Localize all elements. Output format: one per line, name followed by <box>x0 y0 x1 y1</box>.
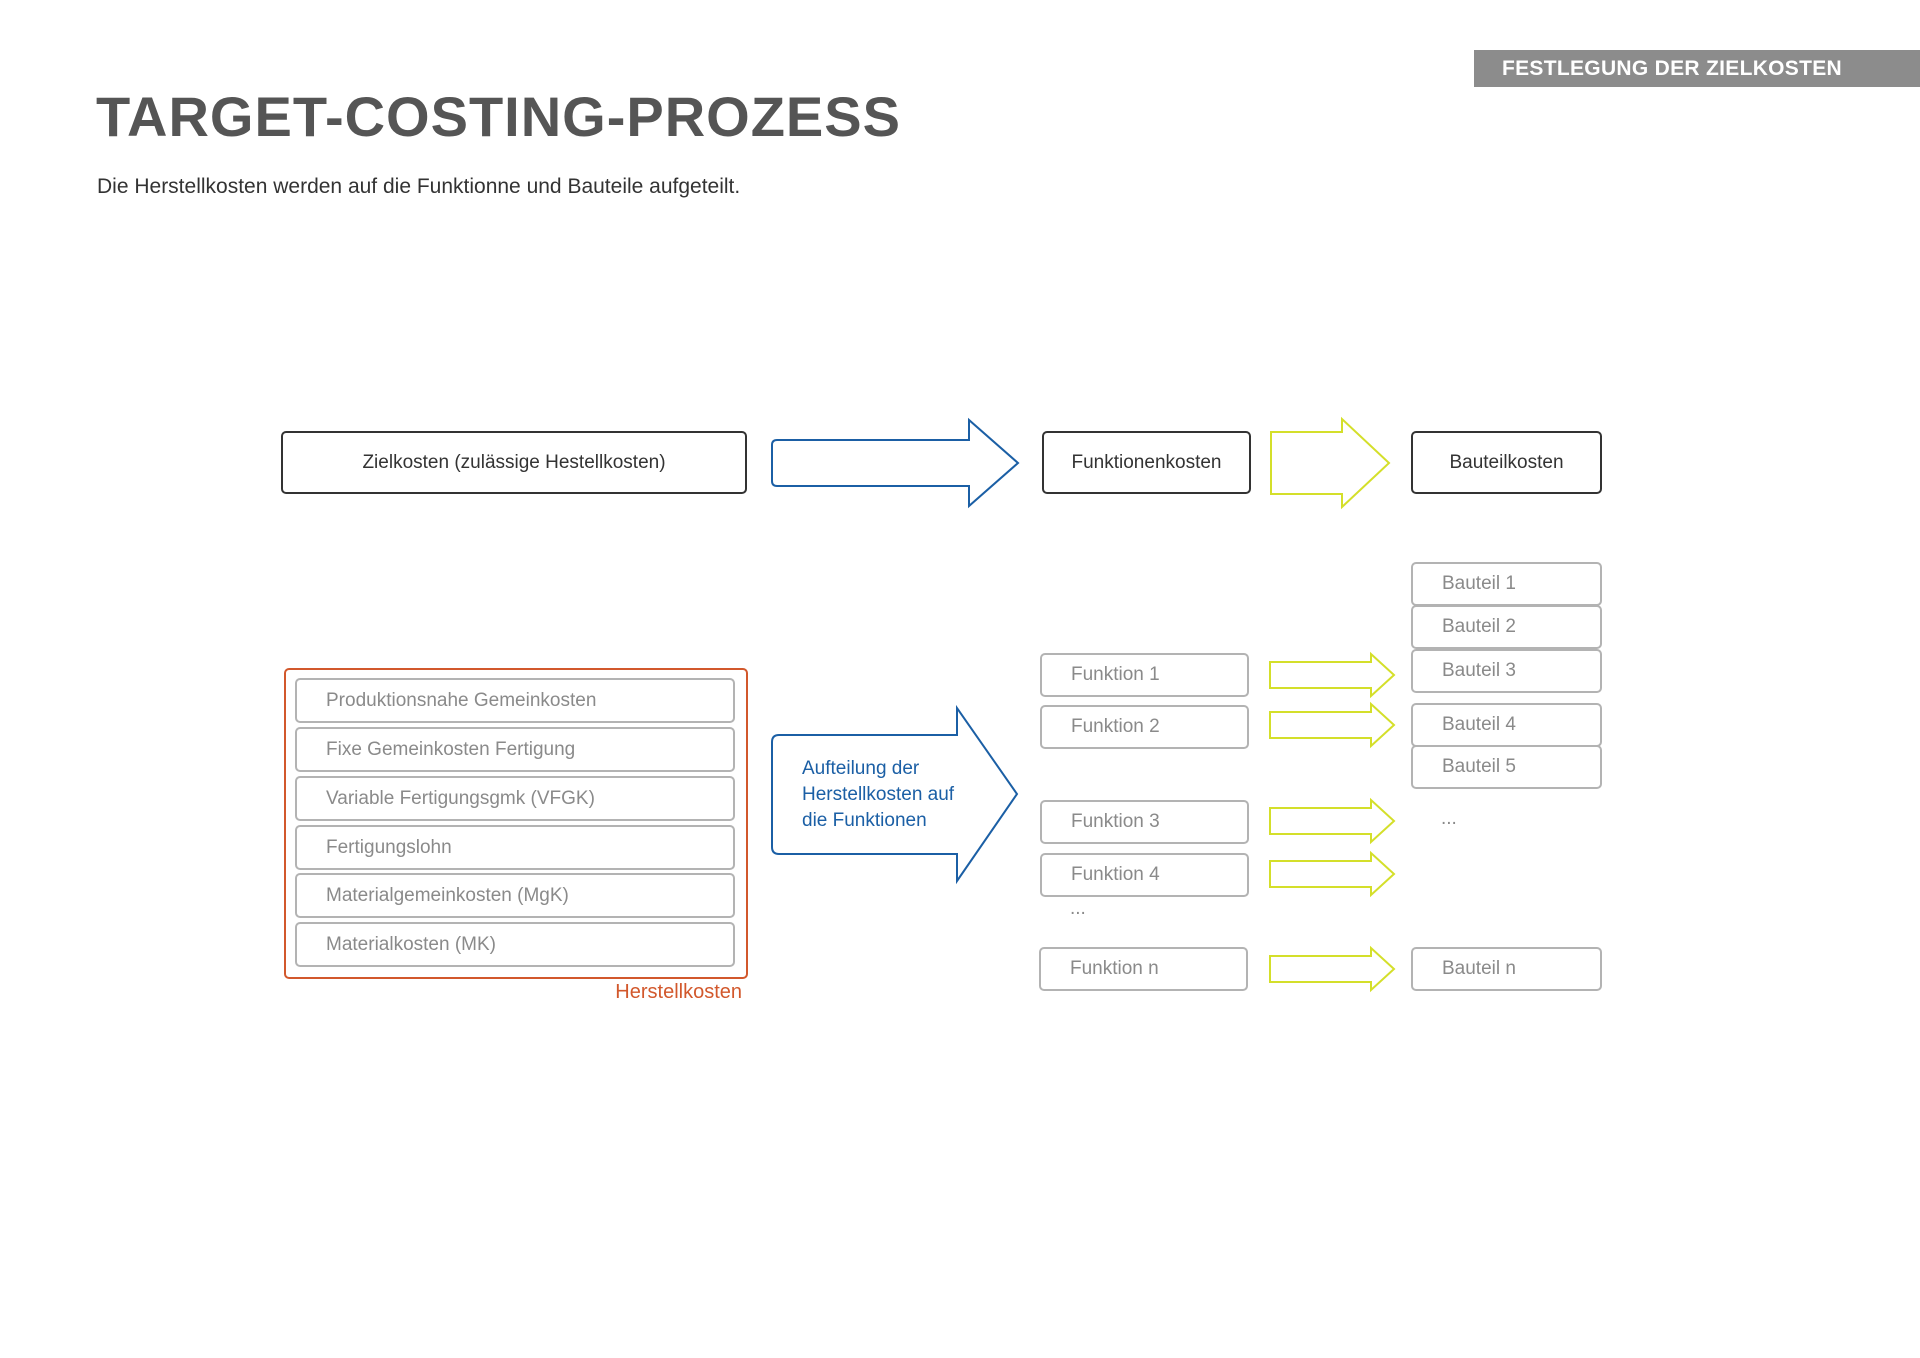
zielkosten-label: Zielkosten (zulässige Hestellkosten) <box>362 451 666 473</box>
cost-item: Materialgemeinkosten (MgK) <box>295 873 735 918</box>
cost-item-label: Fertigungslohn <box>326 836 452 858</box>
bauteil-label: Bauteil 1 <box>1442 573 1516 594</box>
yellow-arrow-top <box>1270 416 1391 510</box>
yellow-arrow-funktion-2 <box>1269 701 1396 749</box>
bauteil-label: Bauteil 2 <box>1442 616 1516 637</box>
zielkosten-box: Zielkosten (zulässige Hestellkosten) <box>281 431 747 494</box>
bauteilkosten-label: Bauteilkosten <box>1449 451 1564 473</box>
bauteil-label: Bauteil n <box>1442 958 1516 979</box>
cost-item: Variable Fertigungsgmk (VFGK) <box>295 776 735 821</box>
bauteil-box: Bauteil 5 <box>1411 745 1602 789</box>
cost-item: Produktionsnahe Gemeinkosten <box>295 678 735 723</box>
cost-item-label: Fixe Gemeinkosten Fertigung <box>326 738 576 760</box>
funktion-label: Funktion 3 <box>1071 811 1160 832</box>
funktion-box: Funktion 2 <box>1040 705 1249 749</box>
cost-item: Fixe Gemeinkosten Fertigung <box>295 727 735 772</box>
bauteil-label: Bauteil 4 <box>1442 714 1516 735</box>
funktion-label: Funktion 2 <box>1071 716 1160 737</box>
herstellkosten-label: Herstellkosten <box>615 981 742 1003</box>
yellow-arrow-funktion-n <box>1269 945 1396 993</box>
funktion-ellipsis: ... <box>1070 898 1086 919</box>
funktionenkosten-label: Funktionenkosten <box>1071 451 1222 473</box>
bauteil-box: Bauteil 2 <box>1411 605 1602 649</box>
yellow-arrow-funktion-1 <box>1269 651 1396 699</box>
allocation-arrow-label: Aufteilung der Herstellkosten auf die Fu… <box>802 758 955 831</box>
cost-item-label: Materialgemeinkosten (MgK) <box>326 884 569 906</box>
page-title: TARGET-COSTING-PROZESS <box>96 85 901 148</box>
funktion-box: Funktion 3 <box>1040 800 1249 844</box>
cost-item-label: Variable Fertigungsgmk (VFGK) <box>326 787 595 809</box>
blue-arrow-allocation <box>771 704 1019 885</box>
funktionenkosten-box: Funktionenkosten <box>1042 431 1251 494</box>
cost-item-label: Materialkosten (MK) <box>326 933 496 955</box>
bauteil-box: Bauteil 4 <box>1411 703 1602 747</box>
bauteilkosten-box: Bauteilkosten <box>1411 431 1602 494</box>
page-subtitle: Die Herstellkosten werden auf die Funkti… <box>97 175 741 198</box>
bauteil-ellipsis: ... <box>1441 808 1457 829</box>
herstellkosten-frame <box>284 668 748 979</box>
bauteil-label: Bauteil 3 <box>1442 660 1516 681</box>
funktion-label: Funktion 4 <box>1071 864 1160 885</box>
section-tag: FESTLEGUNG DER ZIELKOSTEN <box>1474 50 1920 87</box>
funktion-box: Funktion n <box>1039 947 1248 991</box>
yellow-arrow-funktion-3 <box>1269 797 1396 845</box>
funktion-box: Funktion 1 <box>1040 653 1249 697</box>
funktion-label: Funktion n <box>1070 958 1159 979</box>
bauteil-label: Bauteil 5 <box>1442 756 1516 777</box>
bauteil-box: Bauteil 1 <box>1411 562 1602 606</box>
yellow-arrow-funktion-4 <box>1269 850 1396 898</box>
bauteil-box: Bauteil n <box>1411 947 1602 991</box>
funktion-label: Funktion 1 <box>1071 664 1160 685</box>
cost-item: Fertigungslohn <box>295 825 735 870</box>
bauteil-box: Bauteil 3 <box>1411 649 1602 693</box>
cost-item: Materialkosten (MK) <box>295 922 735 967</box>
blue-arrow-top <box>771 417 1020 509</box>
cost-item-label: Produktionsnahe Gemeinkosten <box>326 689 597 711</box>
funktion-box: Funktion 4 <box>1040 853 1249 897</box>
